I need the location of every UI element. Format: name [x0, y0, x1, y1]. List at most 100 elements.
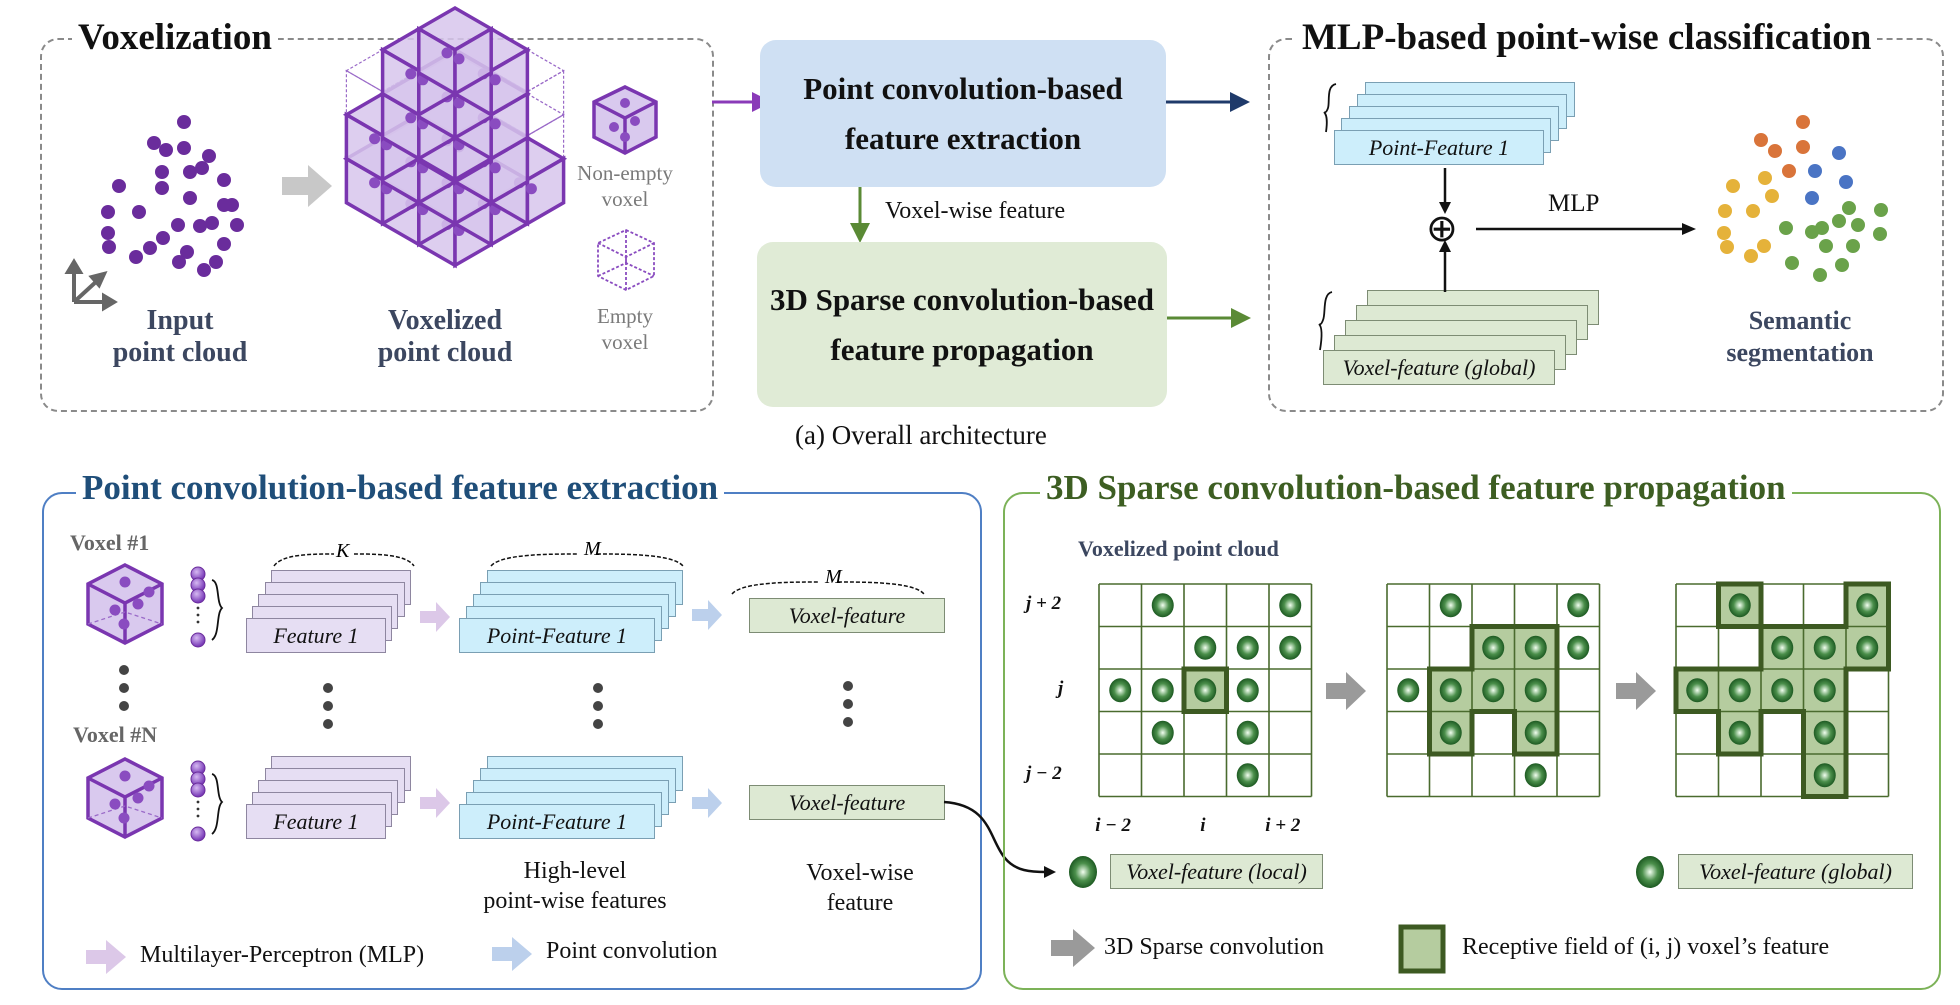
point-conv-arrow-icon [692, 788, 722, 818]
input-point [147, 136, 161, 150]
voxel-point [1151, 593, 1174, 618]
input-point [177, 141, 191, 155]
feature-label: Feature 1 [246, 804, 386, 839]
voxel-point [1728, 593, 1751, 618]
segmented-point-yellow [1746, 204, 1760, 218]
voxel-point [1397, 678, 1420, 703]
voxelization-panel [40, 38, 714, 412]
point-feature-label: Point-Feature 1 [1334, 130, 1544, 165]
input-point [230, 218, 244, 232]
input-point [183, 165, 197, 179]
m-dimension-bracket [490, 553, 684, 567]
input-point [156, 231, 170, 245]
row-label: j − 2 [1026, 763, 1062, 785]
input-point [183, 191, 197, 205]
voxel-n-voxel-feature: Voxel-feature [749, 785, 945, 820]
m-label: M [825, 566, 842, 588]
input-point [177, 115, 191, 129]
sparse-conv-arrow-icon [1326, 672, 1366, 710]
voxel-1-cube-icon [86, 563, 164, 645]
sparse-conv-legend-arrow-icon [1051, 929, 1095, 967]
point-conv-arrow-icon [692, 600, 722, 630]
input-point [171, 218, 185, 232]
global-voxel-feature: Voxel-feature (global) [1678, 854, 1913, 889]
voxel-point [1524, 678, 1547, 703]
voxel-grid-initial [1098, 583, 1313, 798]
voxel-point [1813, 635, 1836, 660]
empty-voxel-label: Empty voxel [597, 304, 653, 354]
voxelized-label: Voxelized point cloud [377, 305, 513, 368]
voxel-1-voxel-feature: Voxel-feature [749, 598, 945, 633]
voxel-point [1279, 635, 1302, 660]
segmented-point-green [1874, 203, 1888, 217]
local-voxel-feature: Voxel-feature (local) [1110, 854, 1323, 889]
input-point [159, 143, 173, 157]
point-feature-label: Point-Feature 1 [459, 804, 655, 839]
global-voxel-feature-stack: Voxel-feature (global) [1323, 290, 1603, 390]
segmented-point-blue [1839, 175, 1853, 189]
segmented-point-orange [1754, 133, 1768, 147]
voxel-point [1728, 678, 1751, 703]
segmented-point-green [1805, 225, 1819, 239]
propagation-to-classification-arrow [1167, 308, 1251, 328]
input-point [205, 216, 219, 230]
voxel-1-label: Voxel #1 [70, 530, 150, 555]
input-point [180, 245, 194, 259]
voxel-1-points-icon [190, 566, 224, 648]
segmented-point-blue [1805, 191, 1819, 205]
segmented-point-yellow [1765, 189, 1779, 203]
point-conv-legend-arrow-icon [492, 937, 532, 971]
voxel-point [1728, 720, 1751, 745]
semantic-segmentation-cloud [1717, 115, 1888, 282]
input-point [102, 240, 116, 254]
k-label: K [336, 540, 350, 562]
voxelwise-feature-arrow [850, 187, 870, 243]
input-point [197, 263, 211, 277]
voxel-point [1151, 720, 1174, 745]
voxel-point [1567, 593, 1590, 618]
voxelize-arrow-icon [282, 165, 332, 207]
point-conv-extraction-box: Point convolution-based feature extracti… [760, 40, 1166, 187]
voxel-point [1771, 678, 1794, 703]
voxel-point [1686, 678, 1709, 703]
input-point [172, 255, 186, 269]
input-point [129, 250, 143, 264]
input-point [101, 205, 115, 219]
row-label: j [1058, 678, 1064, 700]
voxel-point [1279, 593, 1302, 618]
voxel-n-cube-icon [86, 757, 164, 839]
vertical-ellipsis-icon [119, 665, 129, 711]
voxel-n-points-icon [190, 760, 224, 842]
input-point [155, 181, 169, 195]
voxel-grid-step-1 [1386, 583, 1601, 798]
segmented-point-orange [1796, 115, 1810, 129]
segmented-point-green [1813, 268, 1827, 282]
voxel-point [1771, 635, 1794, 660]
segmented-point-blue [1808, 164, 1822, 178]
segmented-point-green [1779, 221, 1793, 235]
voxel-point [1482, 635, 1505, 660]
segmented-point-green [1846, 239, 1860, 253]
propagation-title: 3D Sparse convolution-based feature prop… [1040, 468, 1792, 508]
col-label: i [1200, 815, 1206, 836]
mlp-arrow-icon [420, 602, 450, 632]
input-point [155, 165, 169, 179]
segmented-point-green [1832, 214, 1846, 228]
input-point [202, 149, 216, 163]
local-voxel-point-icon [1069, 856, 1097, 888]
segmented-point-yellow [1720, 240, 1734, 254]
segmented-point-yellow [1758, 171, 1772, 185]
input-point [143, 241, 157, 255]
voxel-point [1236, 763, 1259, 788]
mlp-legend-arrow-icon [86, 940, 126, 974]
grid-title: Voxelized point cloud [1078, 536, 1279, 561]
voxel-point [1813, 763, 1836, 788]
voxelization-title: Voxelization [72, 18, 278, 58]
voxel-n-label: Voxel #N [73, 722, 158, 747]
voxelwise-feature-label: Voxel-wise feature [885, 198, 1066, 224]
m-label: M [584, 538, 601, 560]
sparse-conv-arrow-icon [1616, 672, 1656, 710]
voxel-point [1856, 635, 1879, 660]
vertical-ellipsis-icon [323, 683, 333, 729]
high-level-features-label: High-level point-wise features [483, 858, 667, 914]
